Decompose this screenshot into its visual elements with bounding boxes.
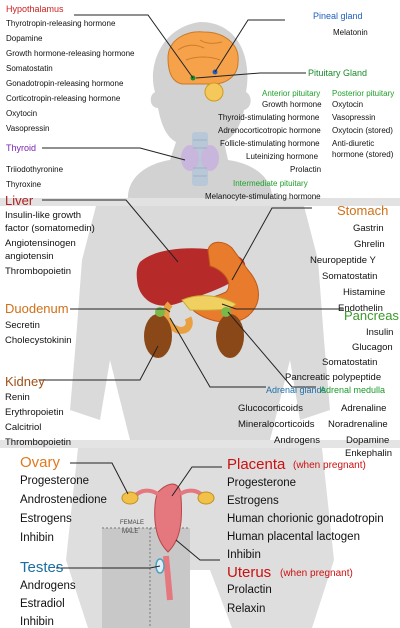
kidney-right-illustration bbox=[216, 314, 244, 358]
ovary-hormone: Progesterone bbox=[20, 475, 90, 487]
anterior-pituitary-hormone: Growth hormone bbox=[262, 100, 322, 109]
liver-hormone: factor (somatomedin) bbox=[5, 223, 95, 234]
posterior-pituitary-hormone: Anti-diuretic bbox=[332, 139, 375, 148]
anterior-pituitary-title: Anterior pituitary bbox=[262, 89, 321, 98]
hypothalamus-title: Hypothalamus bbox=[6, 4, 64, 14]
stomach-title: Stomach bbox=[337, 203, 389, 218]
liver-hormone: Insulin-like growth bbox=[5, 210, 82, 221]
hypothalamus-hormone: Vasopressin bbox=[6, 124, 50, 133]
thyroid-hormone: Triiodothyronine bbox=[6, 165, 64, 174]
female-label: FEMALE bbox=[120, 520, 145, 526]
kidney-hormone: Calcitriol bbox=[5, 422, 42, 433]
hypothalamus-hormone: Dopamine bbox=[6, 34, 43, 43]
uterus-note: (when pregnant) bbox=[280, 568, 353, 579]
pancreas-title: Pancreas bbox=[344, 308, 399, 323]
duodenum-hormone: Secretin bbox=[5, 320, 40, 331]
ovary-title: Ovary bbox=[20, 454, 61, 471]
thyroid-title: Thyroid bbox=[6, 143, 37, 153]
kidney-hormone: Thrombopoietin bbox=[5, 437, 72, 448]
liver-hormone: angiotensin bbox=[5, 251, 54, 262]
hypothalamus-hormone: Corticotropin-releasing hormone bbox=[6, 94, 121, 103]
anterior-pituitary-hormone: Prolactin bbox=[290, 165, 322, 174]
pineal-hormone: Melatonin bbox=[333, 28, 368, 37]
adrenal-right-illustration bbox=[221, 307, 231, 317]
adrenal-medulla-hormone: Enkephalin bbox=[345, 448, 393, 459]
hypothalamus-hormone: Somatostatin bbox=[6, 64, 53, 73]
thyroid-illustration bbox=[181, 132, 219, 186]
posterior-pituitary-hormone: Vasopressin bbox=[332, 113, 376, 122]
stomach-hormone: Gastrin bbox=[353, 223, 384, 234]
uterus-hormone: Relaxin bbox=[227, 603, 266, 615]
duodenum-title: Duodenum bbox=[5, 301, 69, 316]
kidney-left-illustration bbox=[144, 314, 172, 358]
liver-title: Liver bbox=[5, 193, 34, 208]
torso-silhouette bbox=[0, 206, 400, 448]
intermediate-pituitary-hormone: Melanocyte-stimulating hormone bbox=[205, 192, 321, 201]
anterior-pituitary-hormone: Thyroid-stimulating hormone bbox=[218, 113, 320, 122]
stomach-hormone: Histamine bbox=[343, 287, 386, 298]
uterus-hormone: Prolactin bbox=[227, 584, 272, 596]
adrenal-medulla-hormone: Adrenaline bbox=[341, 403, 387, 414]
posterior-pituitary-hormone: Oxytocin bbox=[332, 100, 364, 109]
placenta-hormone: Estrogens bbox=[227, 495, 279, 507]
uterus-title: Uterus bbox=[227, 564, 272, 581]
adrenal-glands-hormone: Androgens bbox=[274, 435, 320, 446]
pituitary-title: Pituitary Gland bbox=[308, 68, 368, 78]
placenta-hormone: Progesterone bbox=[227, 477, 297, 489]
adrenal-medulla-hormone: Dopamine bbox=[346, 435, 390, 446]
hypothalamus-hormone: Growth hormone-releasing hormone bbox=[6, 49, 135, 58]
anterior-pituitary-hormone: Follicle-stimulating hormone bbox=[220, 139, 320, 148]
pancreas-illustration bbox=[181, 295, 237, 311]
thyroid-hormone: Thyroxine bbox=[6, 180, 42, 189]
placenta-hormone: Human placental lactogen bbox=[227, 531, 360, 543]
adrenal-medulla-hormone: Noradrenaline bbox=[328, 419, 388, 430]
stomach-hormone: Ghrelin bbox=[354, 239, 385, 250]
ovary-right-illustration bbox=[197, 491, 215, 505]
duodenum-illustration bbox=[162, 301, 193, 334]
intermediate-pituitary-title: Intermediate pituitary bbox=[233, 179, 308, 188]
adrenal-glands-hormone: Mineralocorticoids bbox=[238, 419, 315, 430]
ovary-hormone: Inhibin bbox=[20, 532, 54, 544]
hypothalamus-hormone: Oxytocin bbox=[6, 109, 38, 118]
adrenal-glands-hormone: Glucocorticoids bbox=[238, 403, 303, 414]
stomach-hormone: Somatostatin bbox=[322, 271, 378, 282]
duodenum-hormone: Cholecystokinin bbox=[5, 335, 72, 346]
kidney-hormone: Renin bbox=[5, 392, 30, 403]
adrenal-glands-title: Adrenal glands bbox=[266, 385, 327, 395]
stomach-hormone: Neuropeptide Y bbox=[310, 255, 376, 266]
pancreas-hormone: Glucagon bbox=[352, 342, 393, 353]
pineal-title: Pineal gland bbox=[313, 11, 363, 21]
testes-hormone: Androgens bbox=[20, 580, 76, 592]
anterior-pituitary-hormone: Adrenocorticotropic hormone bbox=[218, 126, 321, 135]
placenta-hormone: Inhibin bbox=[227, 549, 261, 561]
ovary-left-illustration bbox=[121, 491, 139, 505]
placenta-hormone: Human chorionic gonadotropin bbox=[227, 513, 384, 525]
posterior-pituitary-hormone: hormone (stored) bbox=[332, 150, 394, 159]
posterior-pituitary-title: Posterior pituitary bbox=[332, 89, 395, 98]
pancreas-hormone: Somatostatin bbox=[322, 357, 378, 368]
anterior-pituitary-hormone: Luteinizing hormone bbox=[246, 152, 319, 161]
posterior-pituitary-hormone: Oxytocin (stored) bbox=[332, 126, 393, 135]
testes-hormone: Estradiol bbox=[20, 598, 65, 610]
placenta-title: Placenta bbox=[227, 456, 286, 473]
hypothalamus-hormone: Gonadotropin-releasing hormone bbox=[6, 79, 124, 88]
hypothalamus-hormone: Thyrotropin-releasing hormone bbox=[6, 19, 116, 28]
placenta-note: (when pregnant) bbox=[293, 460, 366, 471]
kidney-hormone: Erythropoietin bbox=[5, 407, 64, 418]
kidney-title: Kidney bbox=[5, 374, 45, 389]
testes-hormone: Inhibin bbox=[20, 616, 54, 628]
testes-title: Testes bbox=[20, 559, 64, 576]
leader-lines bbox=[40, 14, 344, 569]
stomach-hormone: Endothelin bbox=[338, 303, 383, 314]
liver-hormone: Angiotensinogen bbox=[5, 238, 76, 249]
ovary-hormone: Androstenedione bbox=[20, 494, 107, 506]
adrenal-medulla-title: Adrenal medulla bbox=[320, 385, 386, 395]
liver-hormone: Thrombopoietin bbox=[5, 266, 72, 277]
pancreas-hormone: Pancreatic polypeptide bbox=[285, 372, 382, 383]
pancreas-hormone: Insulin bbox=[366, 327, 394, 338]
male-label: MALE bbox=[122, 529, 139, 535]
ovary-hormone: Estrogens bbox=[20, 513, 72, 525]
